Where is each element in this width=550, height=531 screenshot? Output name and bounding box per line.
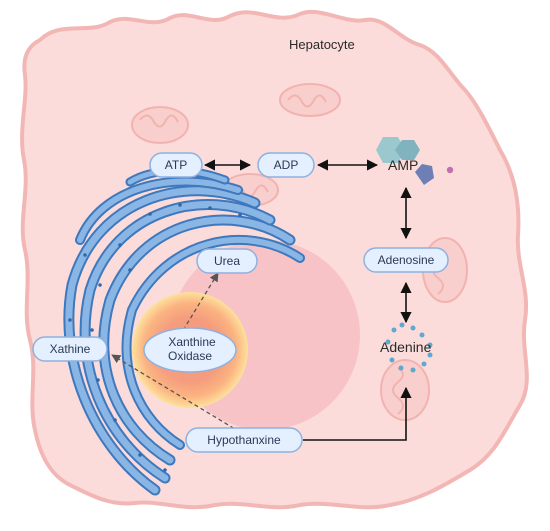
node-atp: ATP [149,152,203,178]
adp-label: ADP [274,158,299,172]
node-xathine: Xathine [32,336,108,362]
endoplasmic-reticulum [63,166,305,496]
adenosine-label: Adenosine [378,253,435,267]
amp-label: AMP [388,157,418,173]
urea-label: Urea [214,254,240,268]
atp-label: ATP [165,158,187,172]
hypothanxine-label: Hypothanxine [207,433,281,447]
xanthine-oxidase-label-line1: Xanthine [168,335,216,349]
node-hypothanxine: Hypothanxine [185,427,303,453]
node-xanthine-oxidase: Xanthine Oxidase [143,327,237,373]
amp-shapes [376,137,454,185]
solid-arrows [203,159,412,441]
adenine-dots [385,322,433,373]
xathine-label: Xathine [50,342,91,356]
hepatocyte-label: Hepatocyte [289,37,355,52]
adenine-label: Adenine [380,339,432,355]
node-adenosine: Adenosine [363,247,449,273]
node-urea: Urea [196,248,258,274]
node-adp: ADP [257,152,315,178]
xanthine-oxidase-label-line2: Oxidase [168,349,212,363]
